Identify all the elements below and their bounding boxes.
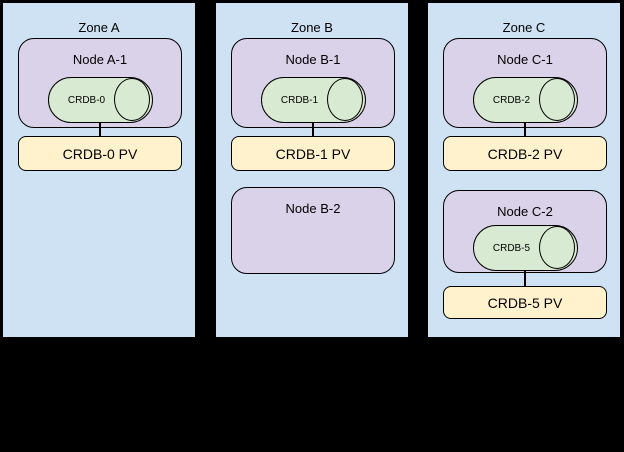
zone-c-label: Zone C (502, 20, 546, 35)
zone-a-label: Zone A (78, 20, 120, 35)
crdb-1-pv: CRDB-1 PV (231, 136, 395, 171)
crdb-0-pv: CRDB-0 PV (18, 136, 182, 171)
node-b1-label: Node B-1 (285, 52, 341, 67)
connector-line (524, 123, 526, 136)
node-b2-label: Node B-2 (285, 201, 341, 216)
cylinder-end-cap (539, 226, 575, 269)
crdb-5-pv-label: CRDB-5 PV (487, 294, 563, 311)
crdb-0-label: CRDB-0 (67, 94, 106, 106)
crdb-0-pv-label: CRDB-0 PV (62, 145, 138, 162)
crdb-1-cylinder: CRDB-1 (261, 77, 366, 123)
crdb-2-pv-label: CRDB-2 PV (487, 145, 563, 162)
crdb-2-label: CRDB-2 (492, 94, 531, 106)
zone-b: Zone B Node B-1 CRDB-1 CRDB-1 PV Node B-… (215, 2, 409, 338)
crdb-5-label: CRDB-5 (492, 242, 531, 254)
crdb-1-label: CRDB-1 (280, 94, 319, 106)
cylinder-end-cap (539, 78, 575, 121)
node-c2-label: Node C-2 (497, 204, 553, 219)
zone-b-label: Zone B (291, 20, 333, 35)
zone-c: Zone C Node C-1 CRDB-2 CRDB-2 PV Node C-… (427, 2, 621, 338)
crdb-2-pv: CRDB-2 PV (443, 136, 607, 171)
node-c1-label: Node C-1 (497, 52, 553, 67)
cylinder-end-cap (327, 78, 363, 121)
connector-line (99, 123, 101, 136)
crdb-0-cylinder: CRDB-0 (48, 77, 153, 123)
cylinder-end-cap (114, 78, 150, 121)
crdb-1-pv-label: CRDB-1 PV (275, 145, 351, 162)
node-b2: Node B-2 (231, 187, 395, 274)
connector-line (524, 271, 526, 286)
node-a1-label: Node A-1 (72, 52, 128, 67)
crdb-5-pv: CRDB-5 PV (443, 286, 607, 319)
crdb-2-cylinder: CRDB-2 (473, 77, 578, 123)
crdb-5-cylinder: CRDB-5 (473, 225, 578, 271)
zone-a: Zone A Node A-1 CRDB-0 CRDB-0 PV (2, 2, 196, 338)
connector-line (312, 123, 314, 136)
